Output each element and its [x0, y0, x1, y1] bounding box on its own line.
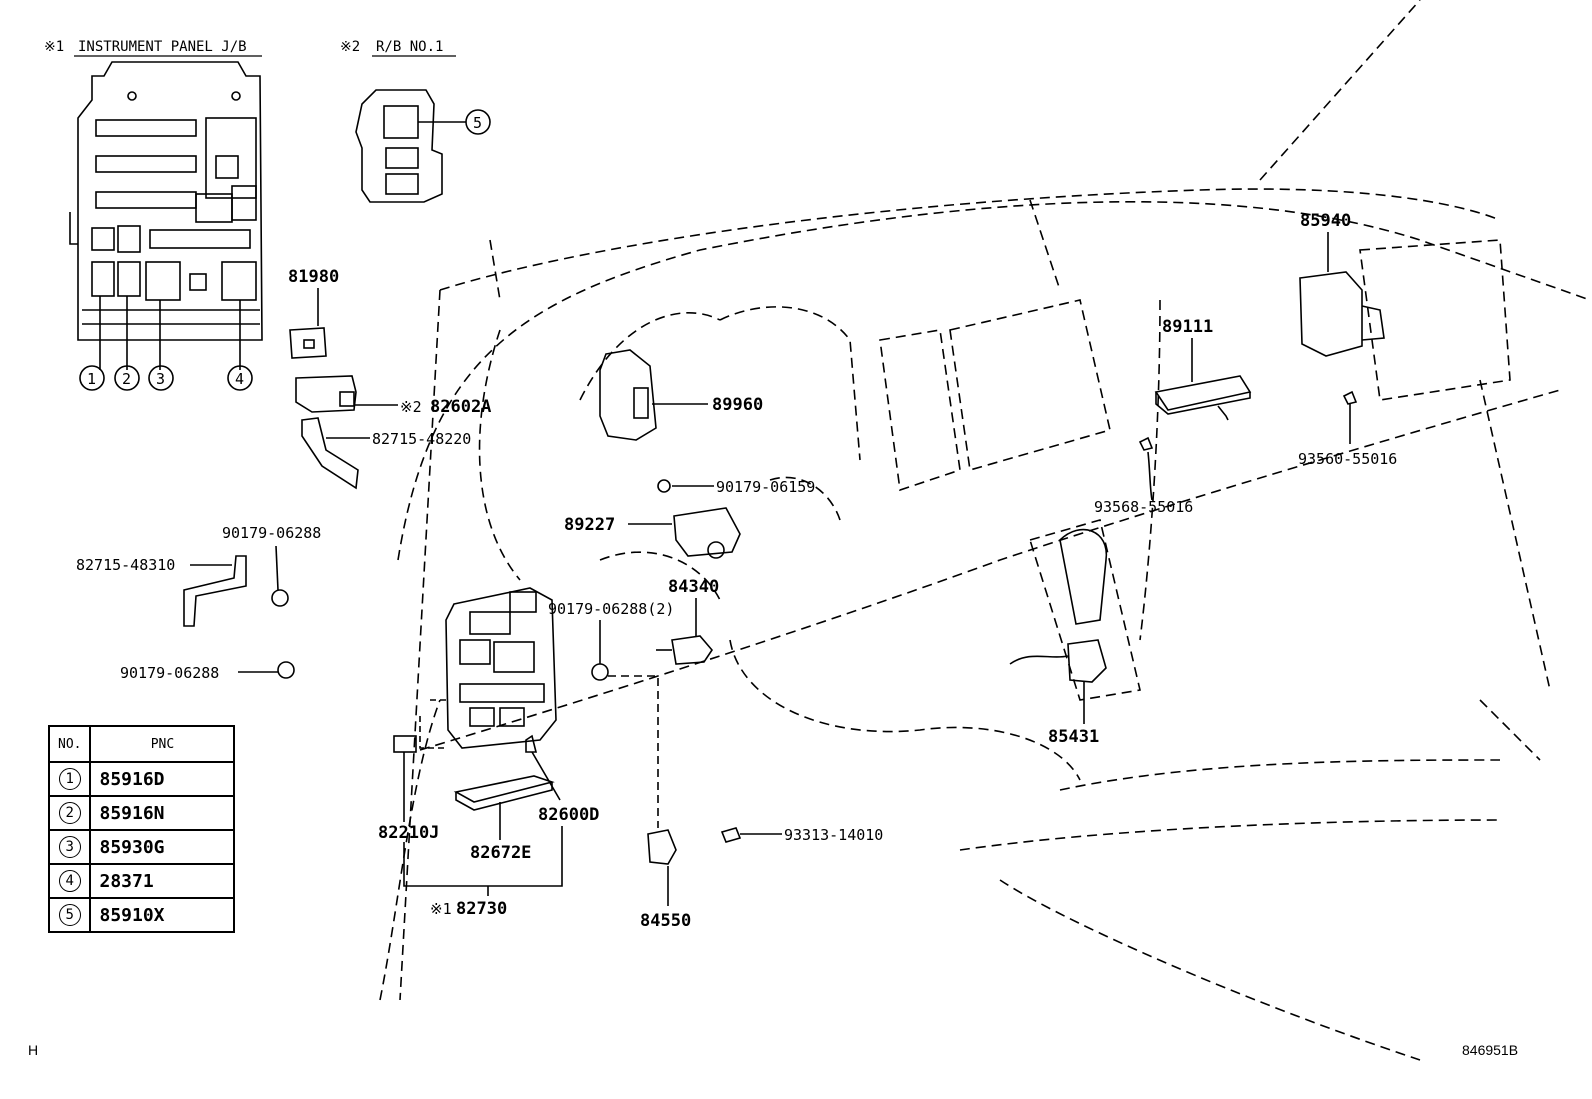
part-84550-switch — [647, 829, 677, 865]
part-82715-48310-bracket — [183, 555, 247, 627]
row-pnc: 85916D — [89, 761, 236, 797]
part-90179-06288-nut-c — [591, 663, 609, 681]
instrument-panel-junction-block — [69, 61, 263, 370]
callout-4: 4 — [227, 365, 253, 391]
part-82600D-clip — [525, 734, 538, 753]
label-89227: 89227 — [564, 515, 615, 535]
row-pnc: 85930G — [89, 829, 236, 865]
label-82730-mark: ※1 — [430, 900, 452, 918]
pnc-table-header: NO. PNC — [47, 725, 236, 763]
label-93313-14010: 93313-14010 — [784, 826, 883, 844]
label-90179-06288-2: 90179-06288(2) — [548, 600, 674, 618]
label-82602A: 82602A — [430, 397, 491, 417]
row-no: 4 — [58, 870, 81, 892]
table-row: 5 85910X — [47, 897, 236, 933]
label-81980: 81980 — [288, 267, 339, 287]
label-90179-06159: 90179-06159 — [716, 478, 815, 496]
part-82715-48220-bracket — [301, 417, 359, 490]
label-85431: 85431 — [1048, 727, 1099, 747]
footer-left-code: H — [28, 1042, 39, 1058]
row-no: 2 — [58, 802, 81, 824]
part-90179-06159-nut — [657, 479, 671, 493]
label-82210J: 82210J — [378, 823, 439, 843]
label-82602A-mark: ※2 — [400, 398, 422, 416]
rb2-mark: ※2 — [340, 39, 360, 55]
pnc-table: NO. PNC 1 85916D 2 85916N 3 85930G 4 283… — [47, 725, 236, 933]
label-90179-06288-b: 90179-06288 — [120, 664, 219, 682]
rb2-title: R/B NO.1 — [376, 39, 443, 55]
col-no-header: NO. — [47, 725, 92, 763]
part-89111-receiver — [1154, 375, 1252, 421]
label-82600D: 82600D — [538, 805, 599, 825]
table-row: 1 85916D — [47, 761, 236, 797]
label-89111: 89111 — [1162, 317, 1213, 337]
label-90179-06288-a: 90179-06288 — [222, 524, 321, 542]
callout-1: 1 — [79, 365, 105, 391]
jb1-mark: ※1 — [44, 39, 64, 55]
svg-text:5: 5 — [473, 114, 482, 132]
callout-3: 3 — [148, 365, 174, 391]
table-row: 3 85930G — [47, 829, 236, 865]
row-no: 3 — [58, 836, 81, 858]
label-82730: 82730 — [456, 899, 507, 919]
part-89960-unit — [599, 349, 657, 441]
label-82715-48220: 82715-48220 — [372, 430, 471, 448]
part-93568-55016-screw — [1138, 436, 1154, 451]
label-93568-55016: 93568-55016 — [1094, 498, 1193, 516]
table-row: 4 28371 — [47, 863, 236, 899]
part-93313-14010-screw — [720, 827, 742, 843]
row-pnc: 85916N — [89, 795, 236, 831]
part-93560-55016-screw — [1342, 390, 1358, 405]
part-85431-shift-switch — [1009, 528, 1108, 683]
dashboard-outline — [379, 0, 1591, 1061]
label-89960: 89960 — [712, 395, 763, 415]
callout-5: 5 — [465, 109, 491, 135]
part-89227-sensor — [673, 507, 741, 559]
row-no: 1 — [58, 768, 81, 790]
part-82730-junction-block — [445, 587, 557, 749]
label-82715-48310: 82715-48310 — [76, 556, 175, 574]
part-84340-switch — [656, 635, 714, 665]
col-pnc-header: PNC — [89, 725, 236, 763]
svg-text:4: 4 — [235, 370, 244, 388]
part-90179-06288-nut-b — [277, 661, 295, 679]
callout-2: 2 — [114, 365, 140, 391]
footer-illustration-number: 846951B — [1462, 1042, 1519, 1058]
part-85940-module — [1299, 271, 1385, 357]
label-85940: 85940 — [1300, 211, 1351, 231]
part-81980-relay — [289, 327, 327, 359]
part-90179-06288-nut-a — [271, 589, 289, 607]
table-row: 2 85916N — [47, 795, 236, 831]
row-pnc: 85910X — [89, 897, 236, 933]
part-82210J — [393, 735, 417, 753]
relay-block-no1 — [355, 89, 466, 203]
svg-text:3: 3 — [156, 370, 165, 388]
svg-text:1: 1 — [87, 370, 96, 388]
svg-text:2: 2 — [122, 370, 131, 388]
label-93560-55016: 93560-55016 — [1298, 450, 1397, 468]
label-84550: 84550 — [640, 911, 691, 931]
row-no: 5 — [58, 904, 81, 926]
row-pnc: 28371 — [89, 863, 236, 899]
jb1-title: INSTRUMENT PANEL J/B — [78, 39, 247, 55]
label-82672E: 82672E — [470, 843, 531, 863]
part-82602A-relay-block — [295, 375, 357, 413]
label-84340: 84340 — [668, 577, 719, 597]
